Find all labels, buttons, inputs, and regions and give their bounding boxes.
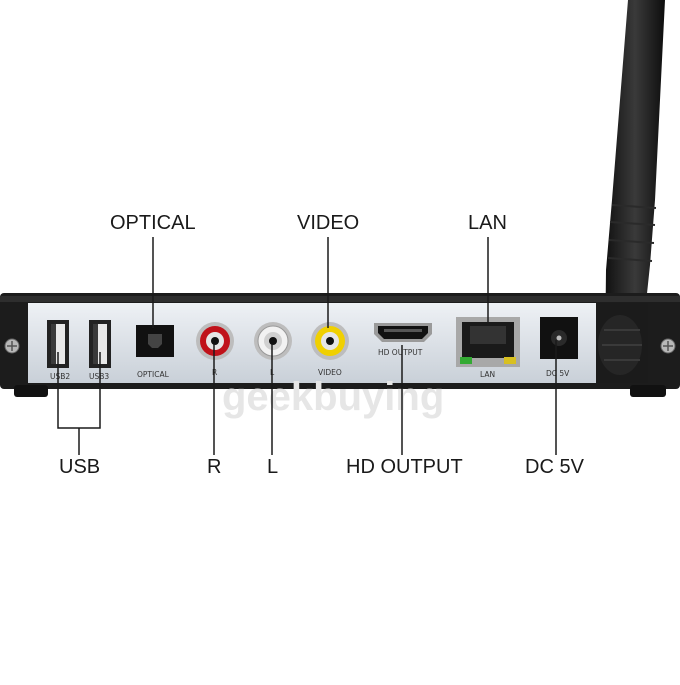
usb3-port [89, 320, 111, 368]
hdmi-port [374, 323, 432, 342]
leader-lines [57, 237, 557, 455]
callout-l: L [267, 456, 279, 478]
antenna-base [596, 303, 648, 383]
usb2-port [47, 320, 69, 368]
panel-label-usb2: USB2 [50, 372, 70, 381]
callout-dc5v: DC 5V [525, 456, 584, 478]
watermark: geekbuying [222, 375, 444, 419]
callout-optical: OPTICAL [110, 212, 196, 234]
callout-usb: USB [59, 456, 101, 478]
panel-label-video: VIDEO [318, 368, 342, 377]
lan-port [456, 317, 520, 367]
panel-label-usb3: USB3 [89, 372, 109, 381]
callout-hd-output: HD OUTPUT [346, 456, 463, 478]
optical-port [136, 325, 174, 357]
rca-red-jack [196, 322, 234, 360]
dc-power-jack [540, 317, 578, 359]
panel-label-optical: OPTICAL [137, 370, 170, 379]
callout-lan: LAN [468, 212, 507, 234]
panel-label-hd-output: HD OUTPUT [378, 348, 423, 357]
panel-label-lan: LAN [480, 370, 495, 379]
callout-r: R [207, 456, 222, 478]
rca-white-jack [254, 322, 292, 360]
callout-video: VIDEO [297, 212, 360, 234]
rca-yellow-jack [311, 322, 349, 360]
panel-label-dc5v: DC 5V [546, 369, 570, 378]
antenna [605, 0, 665, 360]
